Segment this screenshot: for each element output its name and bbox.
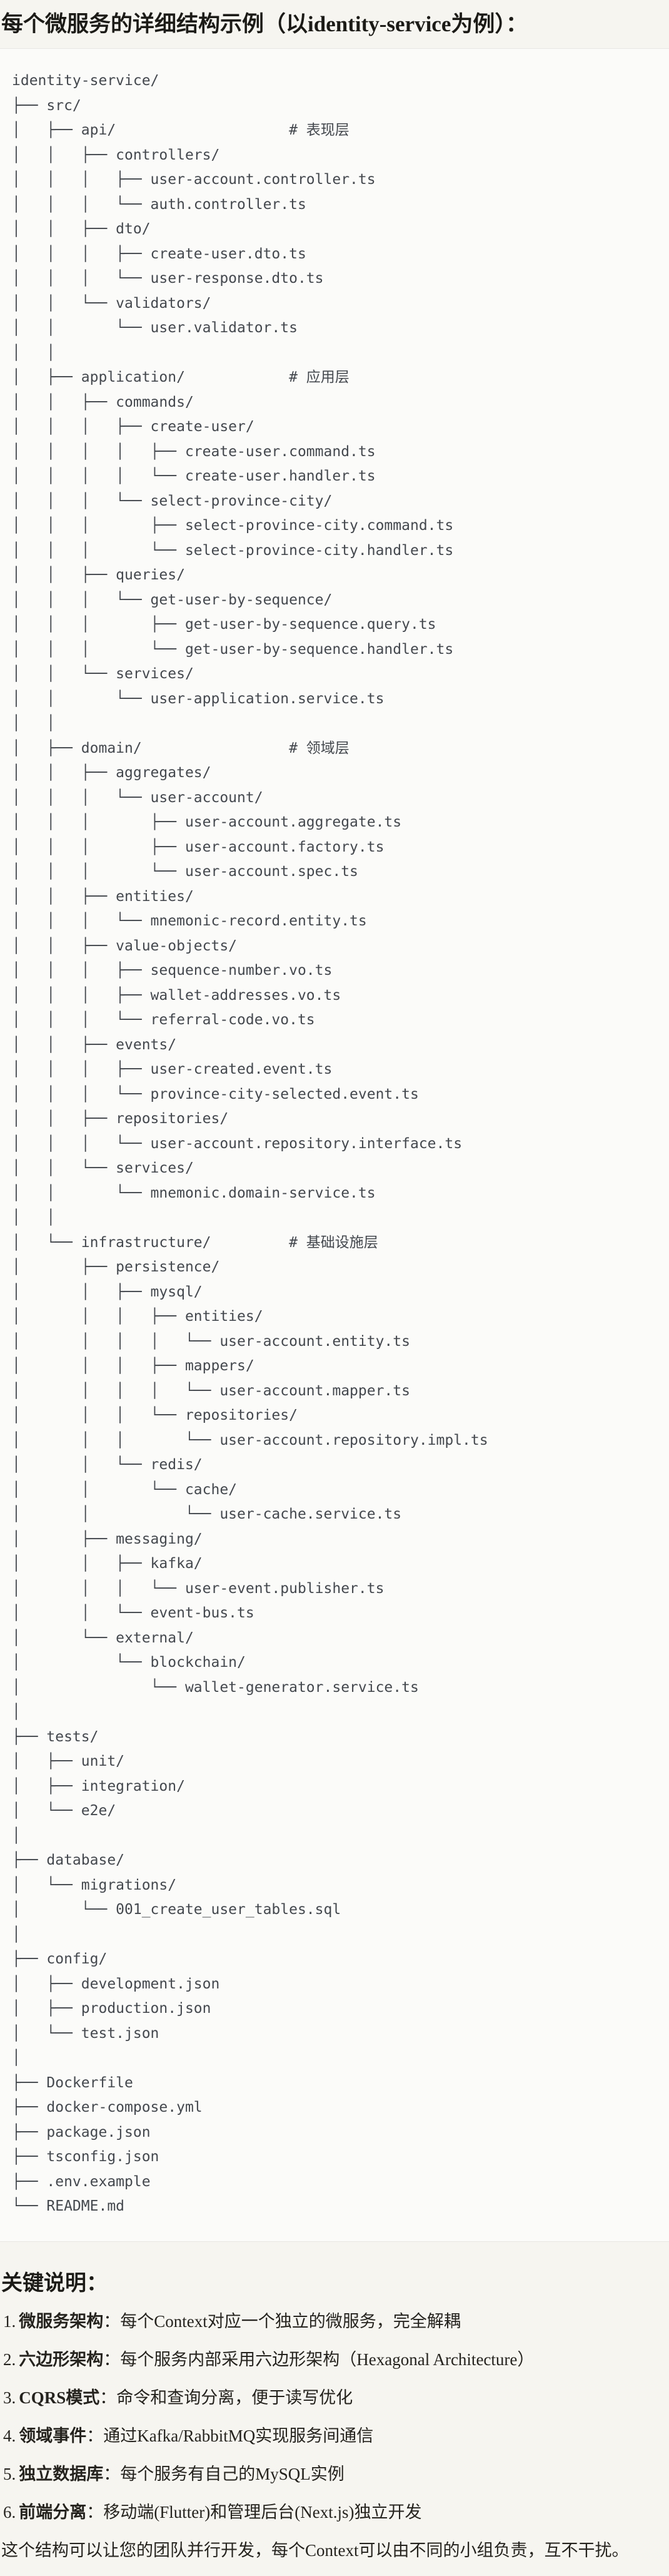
note-item: 2.六边形架构：每个服务内部采用六边形架构（Hexagonal Architec…	[3, 2347, 669, 2372]
note-number: 3.	[3, 2388, 16, 2407]
closing-paragraph: 这个结构可以让您的团队并行开发，每个Context可以由不同的小组负责，互不干扰…	[1, 2540, 629, 2560]
note-desc: ：每个Context对应一个独立的微服务，完全解耦	[103, 2311, 461, 2331]
note-number: 6.	[3, 2502, 16, 2522]
note-term: 六边形架构	[19, 2349, 104, 2369]
note-desc: ：每个服务内部采用六边形架构（Hexagonal Architecture）	[103, 2349, 535, 2369]
note-desc: ：移动端(Flutter)和管理后台(Next.js)独立开发	[86, 2502, 422, 2522]
note-term: 独立数据库	[19, 2464, 104, 2483]
note-number: 5.	[3, 2464, 16, 2483]
note-number: 1.	[3, 2311, 16, 2331]
note-number: 4.	[3, 2426, 16, 2445]
note-item: 1.微服务架构：每个Context对应一个独立的微服务，完全解耦	[3, 2309, 669, 2334]
note-term: 微服务架构	[19, 2311, 104, 2331]
note-desc: ：每个服务有自己的MySQL实例	[103, 2464, 345, 2483]
note-number: 2.	[3, 2349, 16, 2369]
note-item: 3.CQRS模式：命令和查询分离，便于读写优化	[3, 2385, 669, 2410]
file-tree-code-block: identity-service/ ├── src/ │ ├── api/ # …	[0, 48, 669, 2242]
page-title: 每个微服务的详细结构示例（以identity-service为例）：	[1, 12, 528, 36]
note-item: 4.领域事件：通过Kafka/RabbitMQ实现服务间通信	[3, 2423, 669, 2448]
note-term: CQRS模式	[19, 2388, 100, 2407]
note-term: 领域事件	[19, 2426, 87, 2445]
note-desc: ：命令和查询分离，便于读写优化	[99, 2388, 353, 2407]
notes-heading: 关键说明：	[1, 2271, 108, 2295]
note-item: 5.独立数据库：每个服务有自己的MySQL实例	[3, 2461, 669, 2487]
file-tree: identity-service/ ├── src/ │ ├── api/ # …	[12, 73, 488, 2214]
note-term: 前端分离	[19, 2502, 87, 2522]
note-item: 6.前端分离：移动端(Flutter)和管理后台(Next.js)独立开发	[3, 2500, 669, 2525]
note-desc: ：通过Kafka/RabbitMQ实现服务间通信	[86, 2426, 374, 2445]
